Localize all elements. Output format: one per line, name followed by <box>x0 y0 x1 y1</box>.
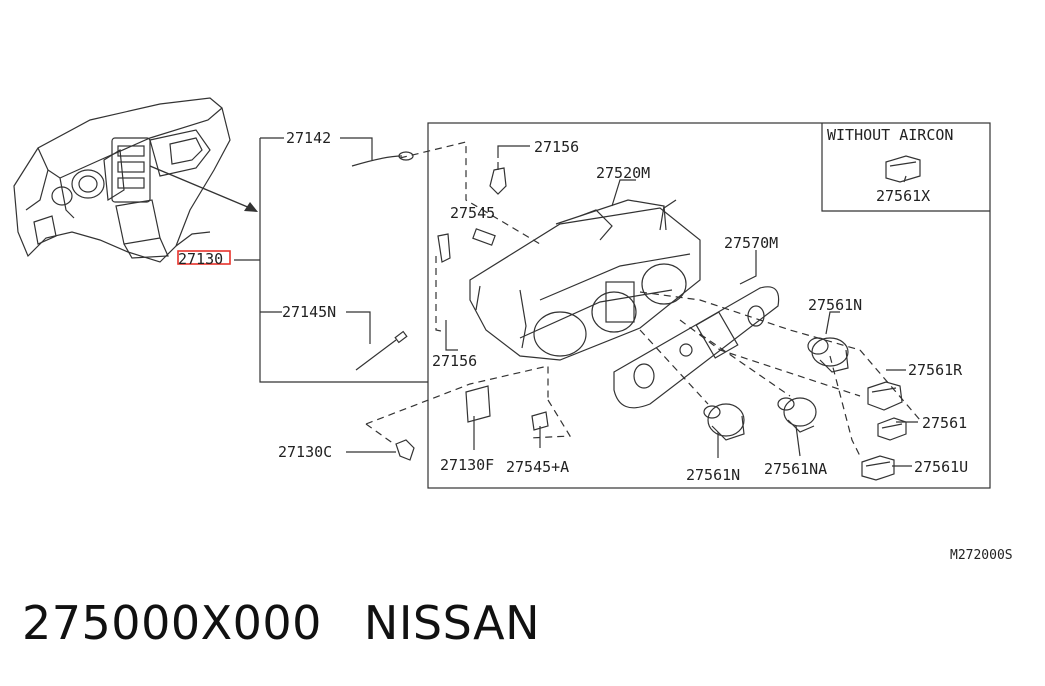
label-27561n-right: 27561N <box>808 296 862 314</box>
label-27561r: 27561R <box>908 361 963 379</box>
face-plate <box>613 286 780 409</box>
label-27561u: 27561U <box>914 458 968 476</box>
dashboard-thumbnail <box>13 97 231 263</box>
label-27570m: 27570M <box>724 234 778 252</box>
parts-diagram: WITHOUT AIRCON 27142 27156 27520M 27545 … <box>13 97 1013 563</box>
label-27156-low: 27156 <box>432 352 477 370</box>
switch-27561u <box>861 455 895 481</box>
knob-27561n-bottom <box>703 403 745 441</box>
part-number: 275000X000 <box>22 596 322 650</box>
heater-control-assembly <box>469 199 701 361</box>
without-aircon-note: WITHOUT AIRCON <box>827 126 953 144</box>
label-27545: 27545 <box>450 204 495 222</box>
label-27561na: 27561NA <box>764 460 827 478</box>
brand-name: NISSAN <box>363 596 541 650</box>
label-27561n-bottom: 27561N <box>686 466 740 484</box>
label-27156-top: 27156 <box>534 138 579 156</box>
part-footer: 275000X000 NISSAN <box>22 596 582 650</box>
label-27561x: 27561X <box>876 187 930 205</box>
switch-27561 <box>877 417 907 441</box>
label-27545a: 27545+A <box>506 458 569 476</box>
label-27142: 27142 <box>286 129 331 147</box>
label-27520m: 27520M <box>596 164 650 182</box>
knob-27561n-right <box>807 337 849 373</box>
switch-27561x <box>885 155 921 183</box>
figure-code: M272000S <box>950 548 1013 563</box>
knob-27561na <box>777 397 817 433</box>
label-27130c: 27130C <box>278 443 332 461</box>
label-27561: 27561 <box>922 414 967 432</box>
label-27145n: 27145N <box>282 303 336 321</box>
label-27130f: 27130F <box>440 456 494 474</box>
switch-27561r <box>867 381 903 411</box>
label-27130: 27130 <box>178 250 223 268</box>
